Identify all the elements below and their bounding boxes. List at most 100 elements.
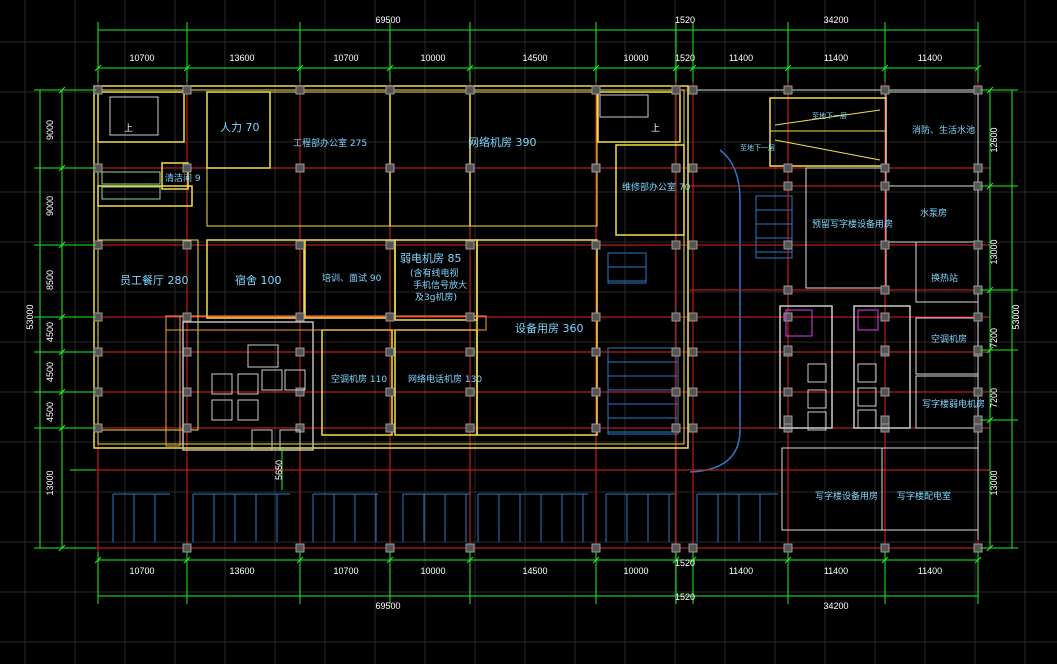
elevator-box <box>807 411 827 431</box>
ramp-line <box>774 139 881 161</box>
bottom-span-8: 11400 <box>729 566 753 576</box>
room-label-ac-room-2: 空调机房 <box>931 333 967 345</box>
left-span-7: 13000 <box>45 470 55 495</box>
toilet-row <box>101 186 161 200</box>
column <box>385 543 395 553</box>
room-label-hr: 人力 70 <box>220 121 260 134</box>
column <box>385 347 395 357</box>
column <box>783 285 793 295</box>
column <box>465 85 475 95</box>
stair-right <box>599 94 649 118</box>
column <box>465 240 475 250</box>
core-left <box>182 321 314 451</box>
room-label-fire-tank: 消防、生活水池 <box>912 124 975 136</box>
column <box>182 85 192 95</box>
dim-slash <box>881 64 889 72</box>
column <box>465 312 475 322</box>
column <box>671 347 681 357</box>
column <box>182 347 192 357</box>
dim-slash <box>296 556 304 564</box>
bottom-span-1: 10700 <box>129 566 154 576</box>
elevator-box <box>857 363 877 383</box>
room-label-server-room: 网络机房 390 <box>468 135 537 149</box>
column <box>688 387 698 397</box>
right-span-4: 7200 <box>989 388 999 408</box>
dim-slash <box>986 286 994 294</box>
walls <box>93 85 979 540</box>
column <box>783 181 793 191</box>
column <box>465 543 475 553</box>
column <box>880 163 890 173</box>
dim-slash <box>183 64 191 72</box>
column <box>973 240 983 250</box>
elevator-box <box>284 369 306 391</box>
label-to-b1-down: 至地下一层 <box>740 143 775 152</box>
dim-slash <box>881 556 889 564</box>
dim-slash <box>986 416 994 424</box>
column <box>688 347 698 357</box>
column <box>591 312 601 322</box>
bottom-span-7: 1520 <box>675 558 695 568</box>
dim-slash <box>386 64 394 72</box>
ramp-line <box>774 109 881 126</box>
room-wall-substation <box>881 447 979 531</box>
right-span-1: 12600 <box>989 127 999 152</box>
column <box>783 415 793 425</box>
dim-slash <box>986 86 994 94</box>
left-span-6: 4500 <box>45 402 55 422</box>
label-to-b1-up: 至地下一层 <box>812 111 847 120</box>
stair-up-label-1: 上 <box>124 123 133 134</box>
room-wall-engineering-office <box>206 91 598 227</box>
column <box>465 423 475 433</box>
column <box>385 163 395 173</box>
top-span-5: 14500 <box>522 53 547 63</box>
room-label-office-substation: 写字楼配电室 <box>897 490 951 502</box>
room-wall-office-equipment <box>781 447 883 531</box>
top-span-4: 10000 <box>420 53 445 63</box>
parking-block <box>607 347 679 435</box>
column <box>591 423 601 433</box>
column <box>385 240 395 250</box>
dim-slash <box>466 64 474 72</box>
dim-slash <box>58 544 66 552</box>
right-span-3: 7200 <box>989 328 999 348</box>
room-label-telecom-2: (含有线电视 <box>410 267 459 279</box>
column <box>591 543 601 553</box>
room-label-office-equipment: 写字楼设备用房 <box>815 490 878 502</box>
dim-slash <box>94 64 102 72</box>
column <box>880 85 890 95</box>
toilet-row <box>101 171 161 185</box>
room-wall-stair-left <box>97 91 185 143</box>
dim-slash <box>58 388 66 396</box>
room-label-ac-room: 空调机房 110 <box>331 373 387 385</box>
column <box>880 285 890 295</box>
column <box>295 387 305 397</box>
column <box>591 347 601 357</box>
room-wall-ramp <box>769 97 887 167</box>
room-label-network-room: 网络电话机房 130 <box>408 373 482 385</box>
column <box>671 423 681 433</box>
dim-slash <box>986 346 994 354</box>
dim-slash <box>592 64 600 72</box>
column <box>783 85 793 95</box>
parking-block <box>607 252 647 284</box>
elevator-box <box>807 389 827 409</box>
top-total-3: 34200 <box>823 15 848 25</box>
core-right-2 <box>853 305 911 429</box>
dim-slash <box>58 424 66 432</box>
column <box>385 85 395 95</box>
column <box>182 163 192 173</box>
column <box>688 163 698 173</box>
bottom-span-9: 11400 <box>824 566 848 576</box>
left-span-3: 8500 <box>45 270 55 290</box>
elevator-box <box>279 429 301 451</box>
column <box>385 423 395 433</box>
left-span-2: 9000 <box>45 196 55 216</box>
bottom-total-3: 34200 <box>823 601 848 611</box>
column <box>783 387 793 397</box>
column <box>880 181 890 191</box>
column <box>880 543 890 553</box>
stair-box <box>247 344 279 368</box>
